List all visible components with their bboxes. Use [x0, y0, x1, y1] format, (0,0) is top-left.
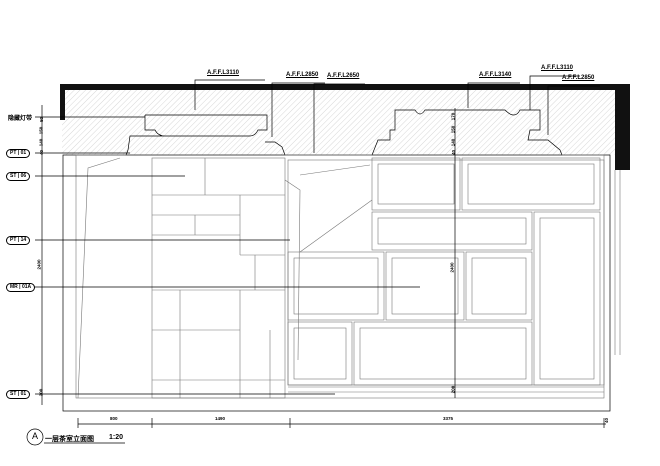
dim-text: 140 [450, 138, 456, 147]
material-tag: ST | 06 [6, 172, 31, 181]
dim-text: 200 [450, 385, 456, 394]
ceiling-slab [62, 89, 615, 155]
tag-code: PT [10, 237, 17, 243]
dim-text: 40 [451, 149, 457, 156]
display-cabinet [287, 157, 621, 393]
elevation-mark: A.F.F.L2650 [327, 73, 360, 79]
dim-text: 150 [38, 126, 44, 135]
dim-text: 2400 [449, 262, 455, 273]
tag-num: 01A [21, 284, 32, 290]
title-mark-circle [26, 428, 44, 446]
tag-hidden-light-strip: 隐藏灯带 [8, 116, 33, 122]
stone-panel-left [77, 157, 301, 399]
dim-text: 800 [110, 416, 118, 421]
elevation-mark: A.F.F.L2850 [562, 75, 595, 81]
material-tag: PT | 14 [6, 236, 31, 245]
title-mark: A [32, 431, 39, 441]
dim-text: 40 [39, 149, 45, 156]
material-tag: MR | 01A [6, 283, 36, 292]
elevation-mark: A.F.F.L3110 [207, 70, 240, 76]
elevation-mark: A.F.F.L2850 [286, 72, 319, 78]
dim-text: 150 [450, 125, 456, 134]
dim-text: 170 [450, 112, 456, 121]
bottom-dimension [77, 418, 606, 428]
tag-code: PT [10, 150, 17, 156]
tag-num: 14 [20, 237, 27, 243]
drawing-scale: 1:20 [109, 434, 124, 441]
material-tag: ST | 01 [6, 390, 31, 399]
leader-lines [35, 75, 600, 395]
dim-text: 50 [39, 116, 45, 123]
tag-num: 01 [20, 391, 27, 397]
elevation-mark: A.F.F.L3140 [479, 72, 512, 78]
tag-code: ST [10, 391, 17, 397]
dim-text: 3375 [443, 416, 454, 421]
dim-text: 40 [604, 417, 610, 424]
elevation-mark: A.F.F.L3110 [541, 65, 574, 71]
drawing-title: 一层茶室立面图 [45, 436, 94, 443]
dim-text: 2400 [36, 259, 42, 270]
dim-text: 1490 [215, 416, 226, 421]
tag-code: ST [10, 173, 17, 179]
tag-num: 01 [20, 150, 27, 156]
dim-text: 140 [38, 138, 44, 147]
dim-text: 200 [38, 388, 44, 397]
tag-code: MR [10, 284, 18, 290]
material-tag: PT | 01 [6, 149, 31, 158]
tag-num: 06 [20, 173, 27, 179]
